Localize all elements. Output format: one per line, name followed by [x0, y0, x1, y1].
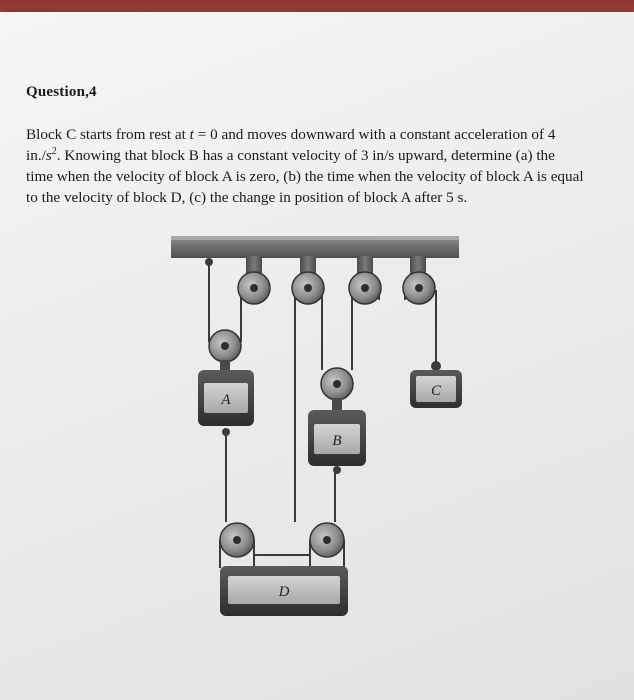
ceiling-beam — [171, 236, 459, 258]
problem-line-4: to the velocity of block D, (c) the chan… — [26, 189, 468, 206]
block-d: D — [220, 566, 348, 616]
problem-line-3: time when the velocity of block A is zer… — [26, 168, 584, 185]
block-b-label: B — [332, 433, 341, 449]
problem-line-1: Block C starts from rest at t = 0 and mo… — [26, 126, 556, 143]
question-heading: Question,4 — [26, 84, 97, 100]
block-c: C — [410, 361, 462, 408]
pulley-b — [320, 367, 354, 412]
block-c-label: C — [431, 383, 442, 399]
block-b: B — [308, 410, 366, 474]
block-a-label: A — [220, 392, 231, 408]
pulley-a — [208, 329, 242, 372]
top-pulleys — [237, 271, 436, 305]
block-a: A — [198, 370, 254, 436]
pulleys-d — [219, 522, 345, 558]
problem-line-2: in./s2. Knowing that block B has a const… — [26, 145, 555, 164]
pulley-brackets — [246, 256, 426, 286]
block-d-label: D — [278, 584, 290, 600]
problem-statement: Block C starts from rest at t = 0 and mo… — [26, 124, 610, 208]
